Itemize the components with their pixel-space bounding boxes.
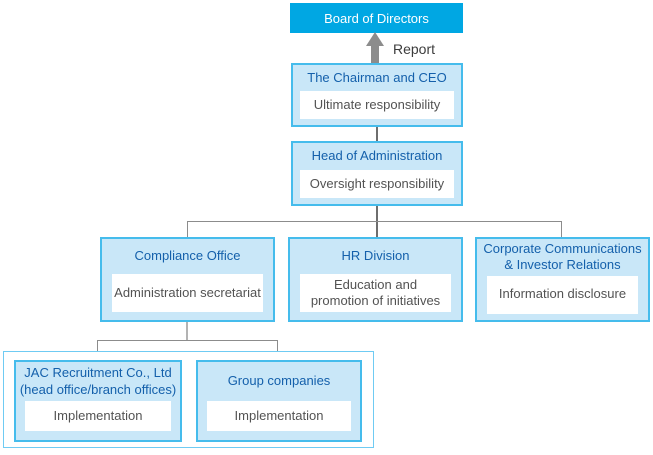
chairman-ceo-title: The Chairman and CEO <box>307 69 447 85</box>
connector-compliance-drop <box>187 221 188 237</box>
compliance-office-box: Compliance Office Administration secreta… <box>100 237 275 322</box>
group-companies-box: Group companies Implementation <box>196 360 362 442</box>
hr-division-role: Education and promotion of initiatives <box>300 274 451 312</box>
corporate-communications-title: Corporate Communications & Investor Rela… <box>483 241 642 273</box>
connector-subsidiaries-horizontal <box>97 340 278 341</box>
board-of-directors-box: Board of Directors <box>290 3 463 33</box>
jac-recruitment-role: Implementation <box>25 401 171 431</box>
connector-compliance-subsidiaries-stem <box>186 322 188 340</box>
head-of-administration-role: Oversight responsibility <box>300 170 454 198</box>
corporate-communications-box: Corporate Communications & Investor Rela… <box>475 237 650 322</box>
jac-recruitment-box: JAC Recruitment Co., Ltd (head office/br… <box>14 360 182 442</box>
connector-departments-horizontal <box>187 221 562 222</box>
group-companies-title: Group companies <box>227 373 331 389</box>
connector-jac-drop <box>97 340 98 360</box>
report-arrowhead-icon <box>366 32 384 46</box>
corporate-communications-role: Information disclosure <box>487 275 638 314</box>
group-companies-role: Implementation <box>207 401 351 431</box>
jac-recruitment-title: JAC Recruitment Co., Ltd (head office/br… <box>19 365 177 397</box>
hr-division-box: HR Division Education and promotion of i… <box>288 237 463 322</box>
head-of-administration-title: Head of Administration <box>311 148 443 164</box>
chairman-ceo-role: Ultimate responsibility <box>300 91 454 119</box>
connector-corporate-drop <box>561 221 562 237</box>
board-of-directors-label: Board of Directors <box>324 10 429 26</box>
head-of-administration-box: Head of Administration Oversight respons… <box>291 141 463 206</box>
chairman-ceo-box: The Chairman and CEO Ultimate responsibi… <box>291 63 463 127</box>
compliance-office-title: Compliance Office <box>134 248 241 264</box>
hr-division-title: HR Division <box>341 248 410 264</box>
connector-chairman-head <box>376 127 378 141</box>
compliance-office-role: Administration secretariat <box>112 274 263 312</box>
connector-group-companies-drop <box>277 340 278 360</box>
report-label: Report <box>393 41 436 57</box>
report-arrow-icon <box>371 44 379 63</box>
